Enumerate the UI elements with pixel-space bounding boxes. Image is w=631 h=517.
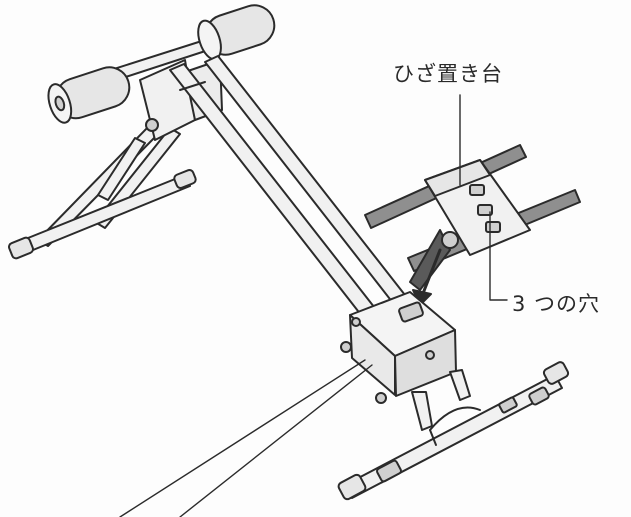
- lower-leader-lines: [119, 359, 373, 517]
- knee-rest-label: ひざ置き台: [393, 62, 503, 86]
- main-rails: [169, 55, 413, 321]
- three-holes-leader-line: [489, 211, 508, 301]
- front-foot-bar: [337, 361, 570, 501]
- three-holes-label: 3 つの穴: [512, 292, 601, 316]
- mounting-block: [340, 291, 481, 431]
- head-pads: [47, 4, 276, 141]
- rear-leg-frame: [8, 124, 197, 260]
- knee-rest-assembly: [364, 144, 581, 291]
